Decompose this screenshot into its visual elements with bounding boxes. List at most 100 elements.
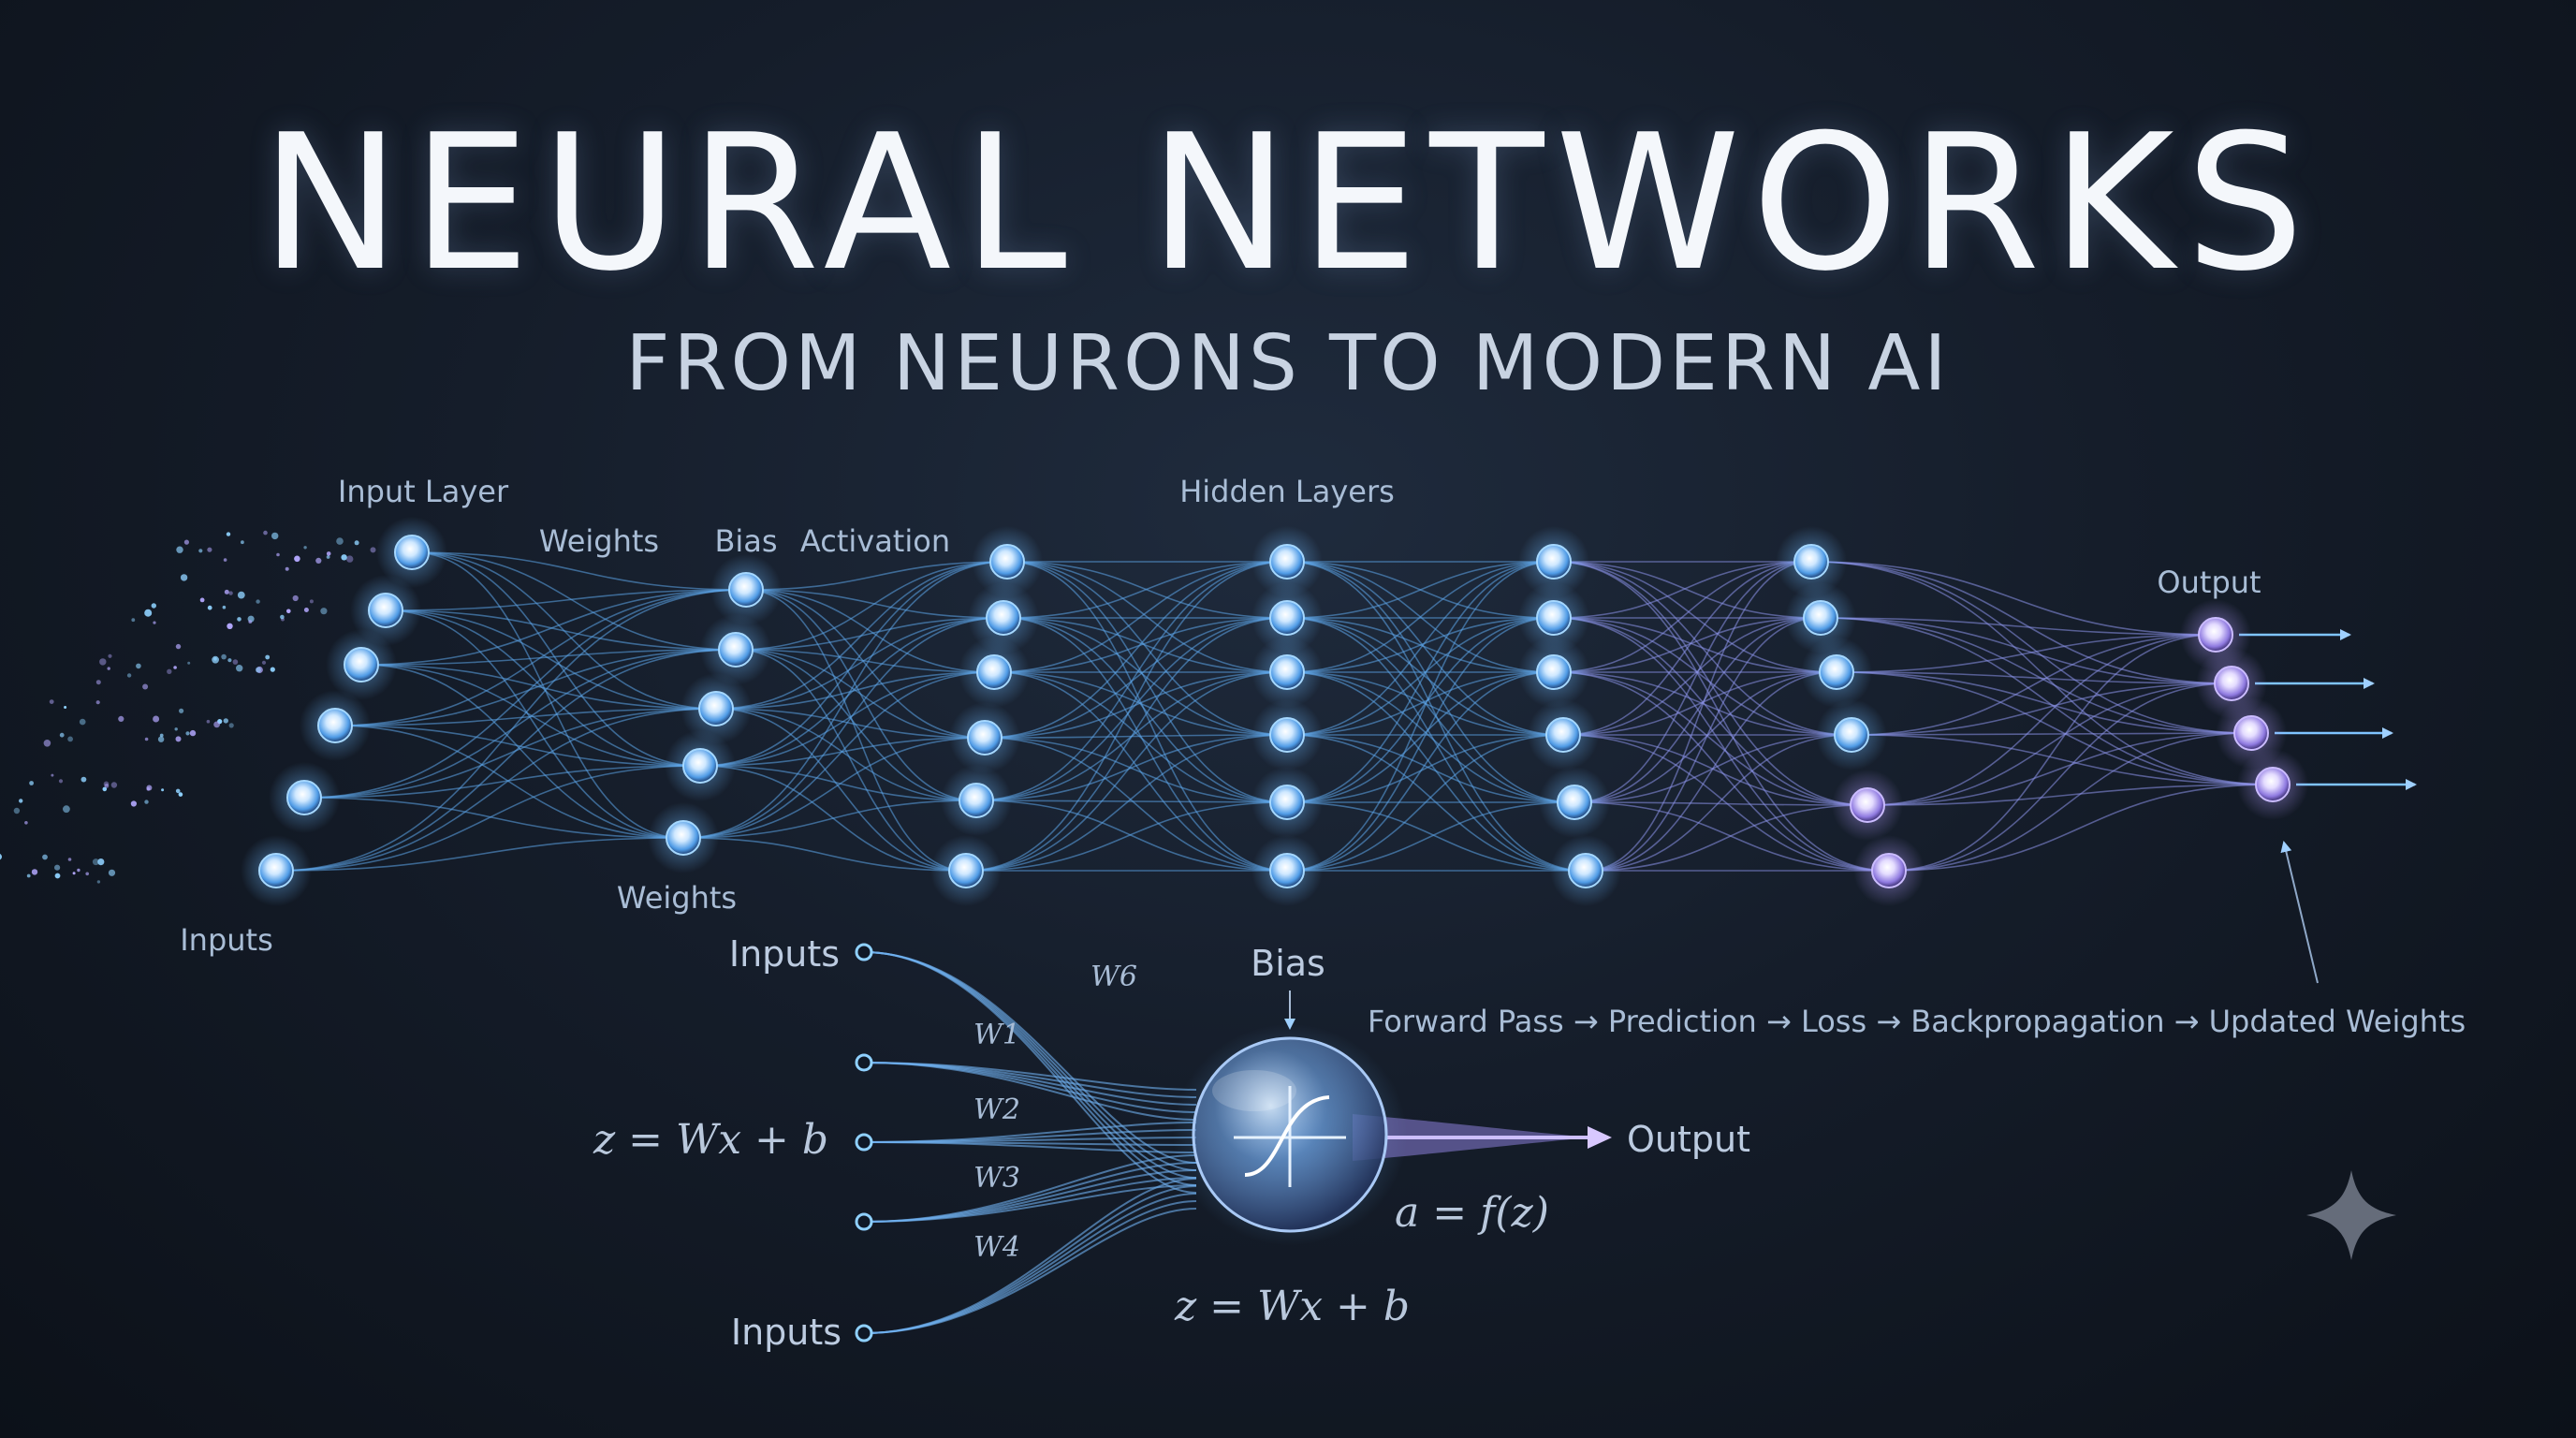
connection-line bbox=[682, 561, 1008, 839]
connection-line bbox=[1003, 617, 1288, 872]
connection-line bbox=[360, 664, 684, 839]
connection-line bbox=[303, 589, 747, 799]
network-node bbox=[368, 593, 403, 628]
connection-line bbox=[965, 617, 1288, 872]
particle-dot bbox=[213, 721, 221, 728]
particle-dot bbox=[237, 591, 245, 599]
connection-line bbox=[984, 617, 1288, 739]
neuron-input-line bbox=[863, 951, 1197, 1194]
particle-dot bbox=[341, 554, 347, 561]
particle-dot bbox=[108, 869, 116, 876]
particle-dot bbox=[303, 546, 307, 550]
network-node bbox=[1793, 544, 1829, 580]
connection-line bbox=[1888, 784, 2274, 872]
particle-dot bbox=[107, 667, 110, 670]
connection-line bbox=[1286, 671, 1555, 736]
neuron-input-line bbox=[863, 1185, 1197, 1334]
particle-dot bbox=[159, 733, 164, 738]
particle-dot bbox=[19, 799, 23, 803]
connection-line bbox=[1573, 671, 1837, 803]
network-node bbox=[1536, 654, 1572, 690]
network-node bbox=[666, 820, 701, 856]
sigmoid-icon bbox=[1244, 1095, 1330, 1177]
particle-dot bbox=[118, 715, 124, 723]
connection-line bbox=[745, 589, 967, 872]
connection-line bbox=[715, 617, 1004, 710]
connection-line bbox=[745, 561, 1008, 591]
connection-line bbox=[1286, 617, 1575, 803]
connection-line bbox=[715, 671, 995, 710]
connection-line bbox=[303, 797, 684, 839]
connection-line bbox=[1006, 561, 1288, 736]
connection-line bbox=[1888, 682, 2232, 872]
connection-line bbox=[1851, 732, 2252, 736]
connection-line bbox=[411, 551, 747, 591]
particle-dot bbox=[64, 706, 67, 709]
output-arrows bbox=[2239, 629, 2417, 790]
activation-equation: a = f(z) bbox=[1395, 1189, 1549, 1237]
particle-dot bbox=[104, 784, 110, 788]
network-node bbox=[976, 654, 1012, 690]
neuron-input-dot bbox=[855, 943, 873, 961]
input-layer-label: Input Layer bbox=[338, 474, 509, 509]
particle-dot bbox=[180, 574, 188, 581]
connection-line bbox=[965, 561, 1288, 872]
connection-line bbox=[965, 671, 1288, 872]
network-node bbox=[1269, 544, 1305, 580]
network-node bbox=[967, 720, 1003, 756]
connection-line bbox=[735, 649, 967, 872]
connection-line bbox=[1006, 561, 1288, 803]
connection-line bbox=[699, 765, 977, 801]
particle-dot bbox=[232, 659, 239, 665]
network-connections bbox=[275, 551, 2274, 872]
connection-line bbox=[1585, 617, 1822, 872]
connection-line bbox=[334, 725, 701, 767]
connection-line bbox=[334, 725, 684, 839]
particle-dot bbox=[67, 736, 73, 742]
particle-dot bbox=[198, 549, 203, 553]
network-node bbox=[989, 544, 1025, 580]
connection-line bbox=[1553, 617, 1890, 872]
particle-dot bbox=[206, 719, 211, 724]
connection-line bbox=[385, 609, 717, 710]
connection-line bbox=[682, 800, 977, 839]
particle-dot bbox=[207, 605, 212, 610]
particle-dot bbox=[320, 608, 328, 615]
particle-dot bbox=[265, 654, 271, 660]
connection-line bbox=[1553, 617, 1852, 736]
connection-line bbox=[303, 649, 737, 799]
neuron-input-line bbox=[863, 1193, 1197, 1334]
particle-dot bbox=[179, 708, 184, 713]
connection-line bbox=[1820, 617, 2232, 684]
neuron-input-line bbox=[863, 1208, 1197, 1334]
connection-line bbox=[745, 589, 986, 739]
connection-line bbox=[275, 708, 717, 872]
connection-line bbox=[1820, 617, 2274, 785]
particle-dot bbox=[59, 732, 65, 738]
particle-dot bbox=[51, 773, 54, 777]
particle-dot bbox=[227, 623, 233, 629]
connection-line bbox=[334, 708, 717, 726]
network-node bbox=[1269, 853, 1305, 888]
connection-line bbox=[1286, 801, 1575, 872]
connection-line bbox=[1573, 801, 1868, 806]
particle-dot bbox=[153, 715, 160, 723]
connection-line bbox=[1286, 561, 1555, 736]
particle-dot bbox=[175, 643, 182, 650]
particle-dot bbox=[228, 591, 233, 595]
particle-dot bbox=[144, 737, 149, 741]
connection-line bbox=[1553, 671, 1868, 806]
connection-line bbox=[1866, 682, 2232, 806]
particle-dot bbox=[261, 660, 267, 665]
connection-line bbox=[682, 617, 1004, 839]
particle-dot bbox=[178, 792, 183, 797]
connection-line bbox=[965, 801, 1288, 872]
neuron-bias-label: Bias bbox=[1251, 943, 1325, 984]
connection-line bbox=[1286, 617, 1587, 872]
connection-line bbox=[275, 837, 684, 872]
particle-dot bbox=[187, 661, 191, 665]
connection-line bbox=[1286, 561, 1564, 736]
network-node bbox=[718, 632, 754, 668]
connection-line bbox=[385, 609, 684, 839]
particle-dot bbox=[97, 858, 105, 866]
